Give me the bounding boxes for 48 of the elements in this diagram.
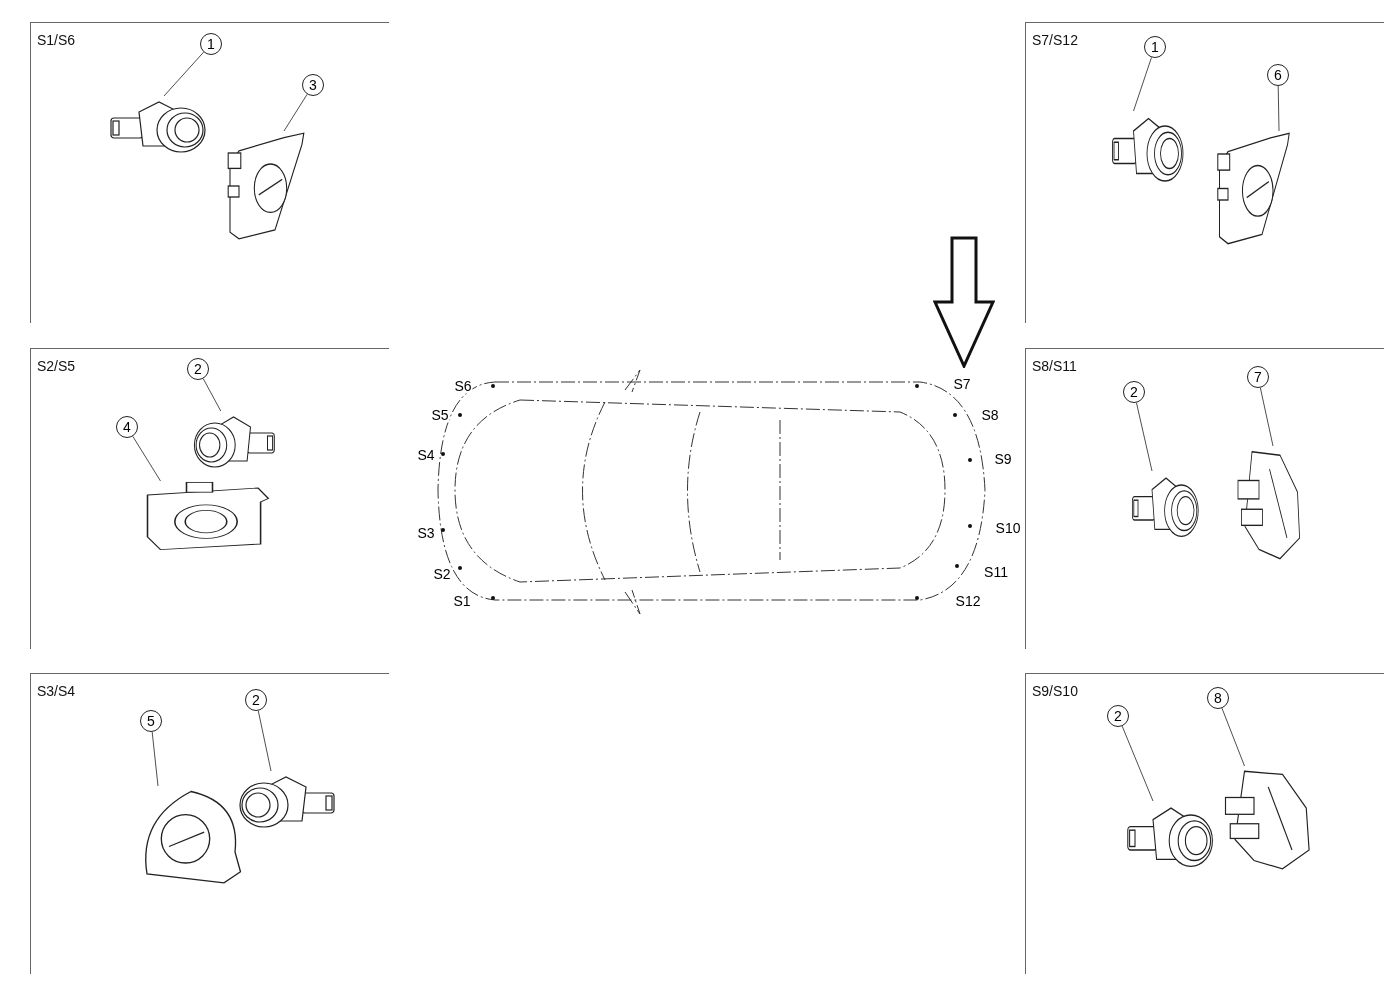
leader-line — [151, 731, 159, 787]
sensor-position-label: S7 — [952, 376, 972, 392]
sensor-position-label: S10 — [994, 520, 1022, 536]
callout-number: 2 — [1123, 381, 1145, 403]
leader-line — [1133, 57, 1152, 112]
view-panel — [30, 348, 389, 649]
callout-number: 1 — [200, 33, 222, 55]
callout-number: 2 — [187, 358, 209, 380]
sensor-position-label: S5 — [430, 407, 450, 423]
callout-number: 7 — [1247, 366, 1269, 388]
callout-number: 3 — [302, 74, 324, 96]
leader-line — [1121, 725, 1154, 802]
leader-line — [283, 93, 308, 132]
callout-number: 2 — [1107, 705, 1129, 727]
sensor-position-label: S12 — [954, 593, 982, 609]
callout-number: 5 — [140, 710, 162, 732]
view-panel — [1025, 348, 1384, 649]
sensor-position-label: S3 — [416, 525, 436, 541]
leader-line — [202, 378, 222, 412]
panel-heading: S1/S6 — [37, 32, 76, 48]
sensor-position-label: S11 — [983, 564, 1009, 580]
callout-number: 2 — [245, 689, 267, 711]
sensor-position-label: S9 — [993, 451, 1013, 467]
leader-line — [1221, 707, 1245, 767]
view-panel — [30, 673, 389, 974]
callout-number: 6 — [1267, 64, 1289, 86]
leader-line — [1259, 387, 1274, 447]
leader-line — [132, 435, 161, 482]
callout-number: 8 — [1207, 687, 1229, 709]
sensor-position-label: S1 — [452, 593, 472, 609]
sensor-position-label: S8 — [980, 407, 1000, 423]
panel-heading: S3/S4 — [37, 683, 76, 699]
leader-line — [1277, 85, 1280, 132]
panel-heading: S9/S10 — [1032, 683, 1078, 699]
view-panel — [1025, 673, 1384, 974]
callout-number: 4 — [116, 416, 138, 438]
leader-line — [1136, 402, 1153, 472]
callout-number: 1 — [1144, 36, 1166, 58]
sensor-position-label: S2 — [432, 566, 452, 582]
sensor-position-label: S6 — [453, 378, 473, 394]
view-panel — [1025, 22, 1384, 323]
leader-line — [163, 51, 204, 97]
panel-heading: S2/S5 — [37, 358, 76, 374]
panel-heading: S8/S11 — [1032, 358, 1077, 374]
sensor-position-label: S4 — [416, 447, 436, 463]
panel-heading: S7/S12 — [1032, 32, 1078, 48]
leader-line — [257, 710, 272, 772]
view-panel — [30, 22, 389, 323]
